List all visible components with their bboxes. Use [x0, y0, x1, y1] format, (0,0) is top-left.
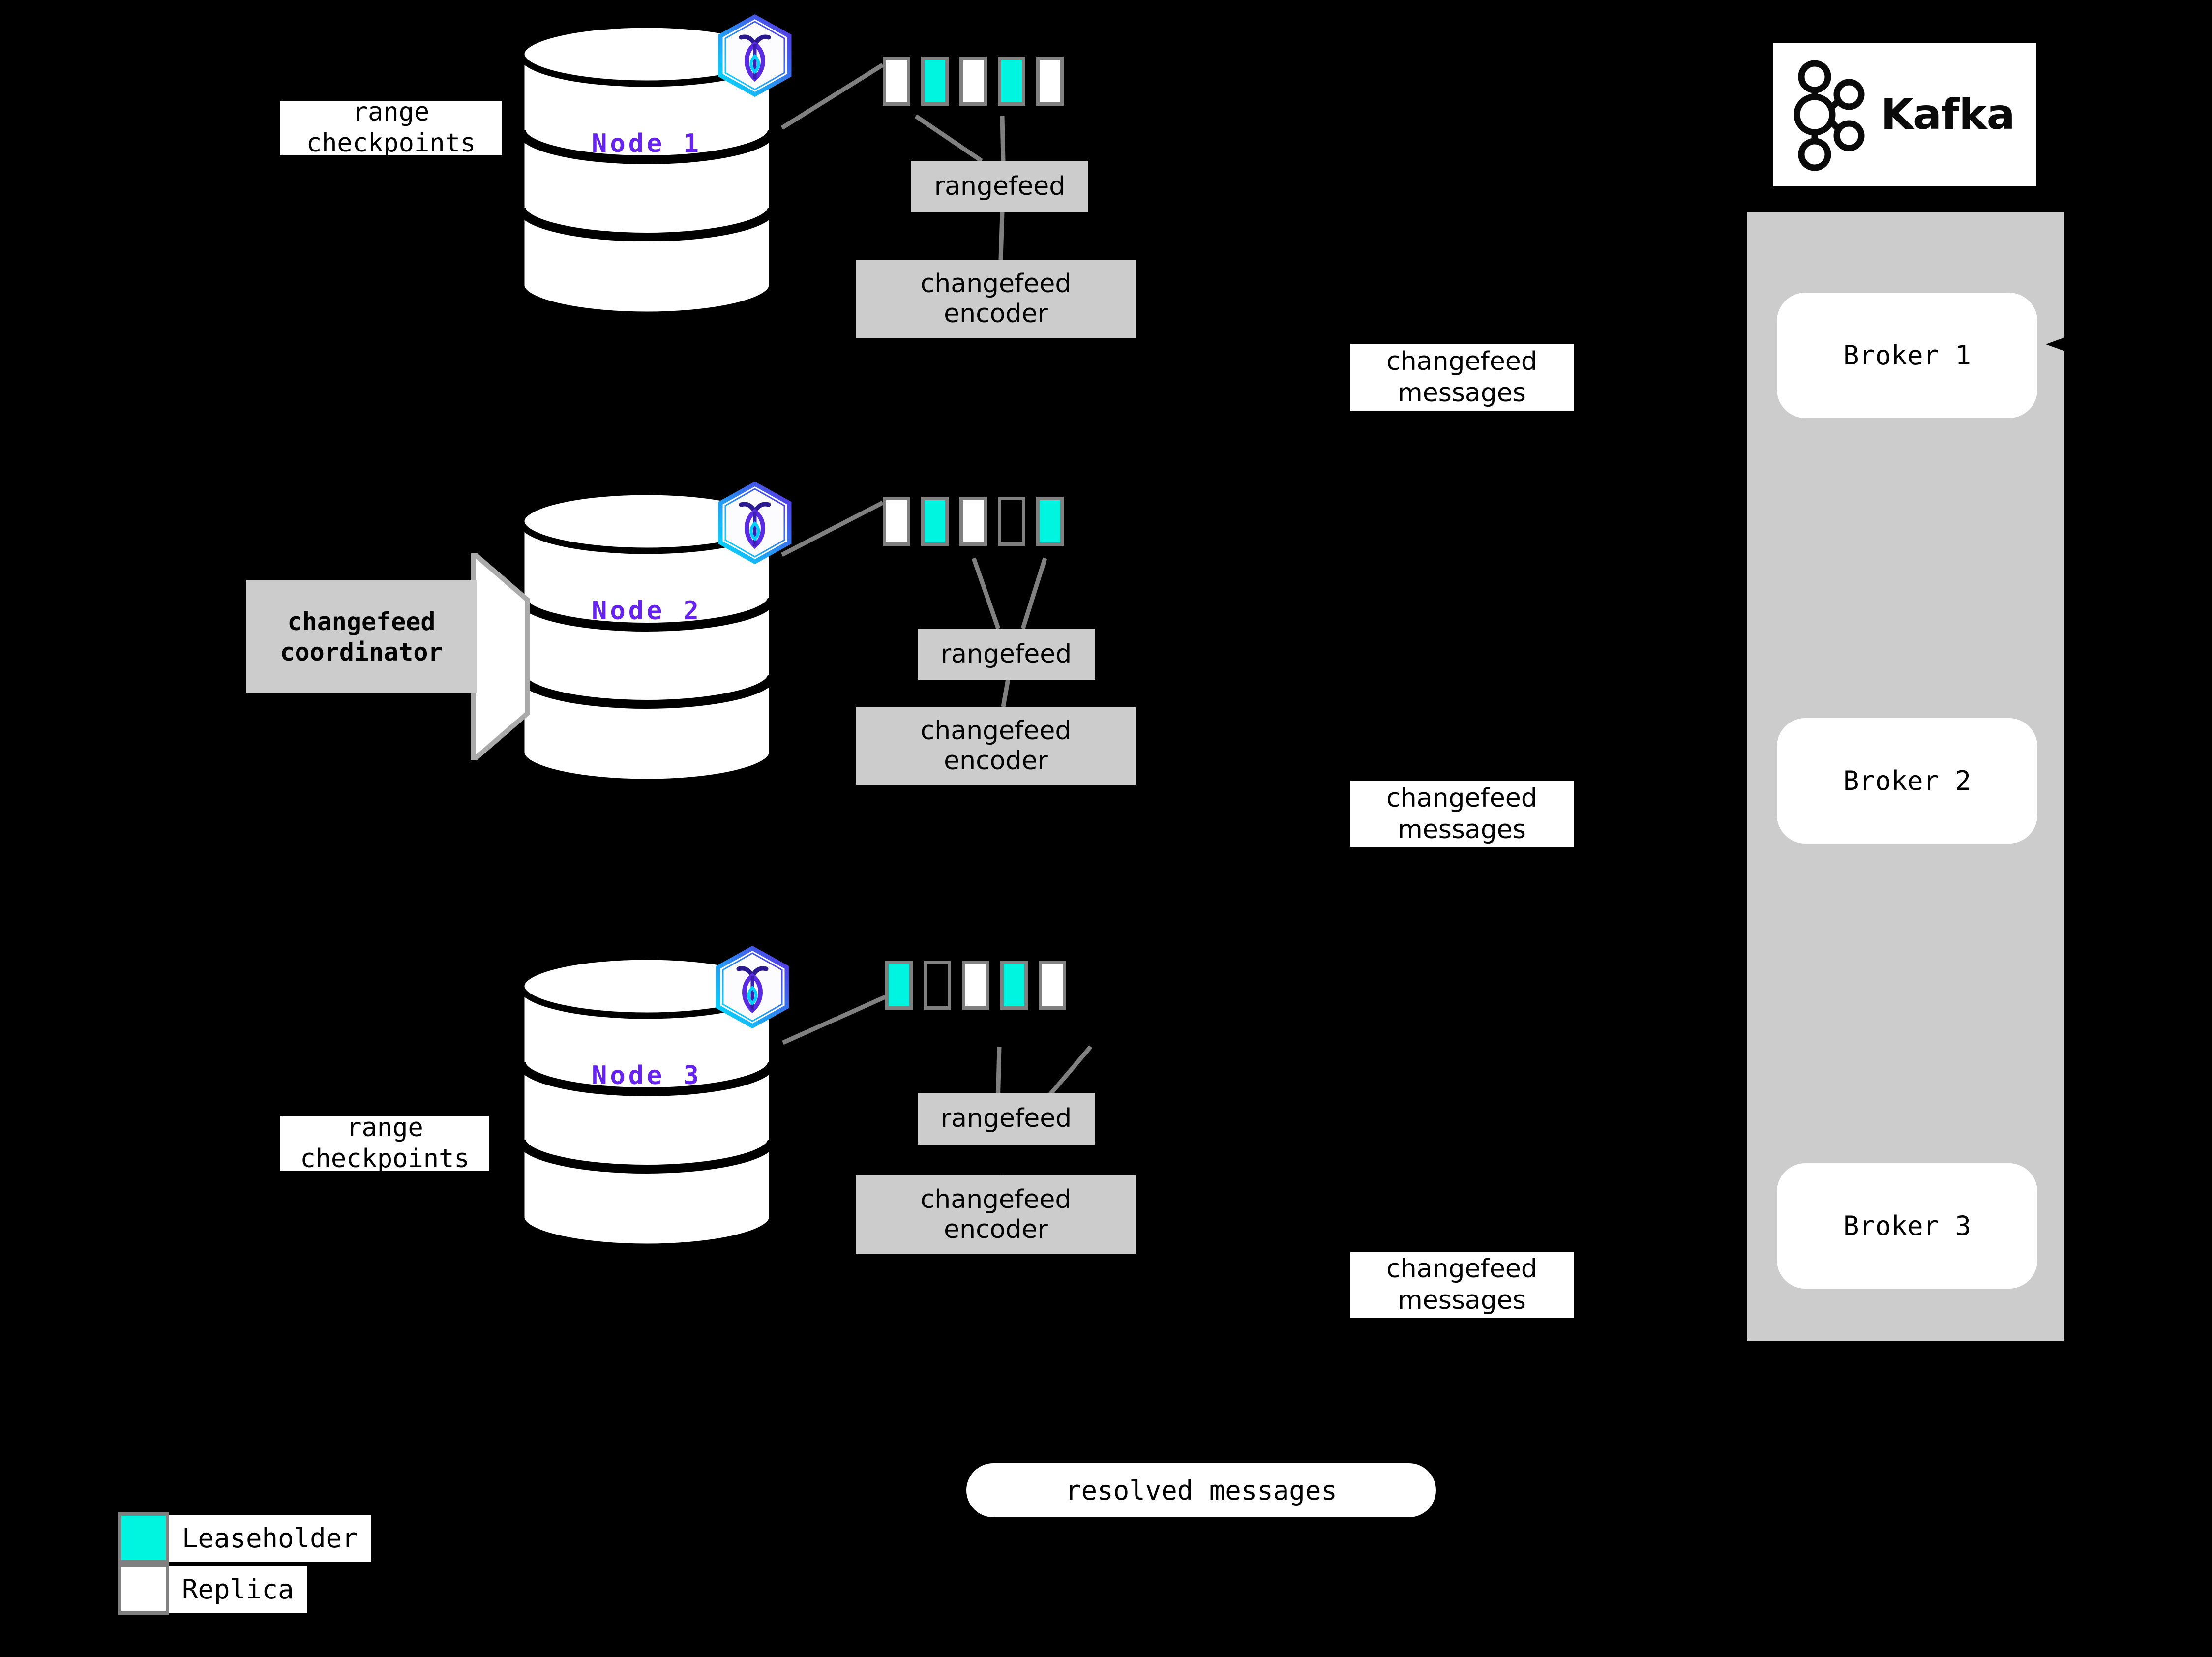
node-1-range-checkpoints-label: range checkpoints [280, 97, 502, 158]
node-1-rangefeed-box[interactable]: rangefeed [911, 161, 1088, 212]
resolved-messages-pill[interactable]: resolved messages [966, 1463, 1436, 1517]
range-label-line2: checkpoints [306, 128, 476, 158]
cylinder-shape [517, 25, 777, 315]
node-2-changefeed-encoder-box[interactable]: changefeed encoder [856, 707, 1136, 785]
coordinator-label-line1: changefeed [287, 607, 436, 636]
encoder-label-line2: encoder [944, 1215, 1048, 1244]
coordinator-label-line2: coordinator [280, 638, 443, 666]
replica-swatch-icon [118, 1564, 169, 1615]
messages-label-line1: changefeed [1386, 347, 1537, 377]
range-label-line1: range [346, 1113, 423, 1143]
range-empty[interactable] [998, 497, 1025, 546]
range-replica[interactable] [883, 57, 910, 106]
kafka-logo-box: Kafka [1773, 43, 2036, 186]
range-replica[interactable] [959, 497, 987, 546]
cockroachdb-hex-logo [718, 14, 792, 97]
messages-label-line1: changefeed [1386, 783, 1537, 813]
broker-3-box[interactable]: Broker 3 [1777, 1163, 2037, 1289]
cockroachdb-hex-logo [716, 945, 789, 1029]
range-replica[interactable] [962, 961, 989, 1010]
node-1-ranges [883, 57, 1064, 106]
node-2-label: Node 2 [592, 596, 702, 626]
broker-label: Broker 1 [1843, 340, 1972, 371]
range-label-line1: range [352, 97, 430, 127]
node-2-rangefeed-box[interactable]: rangefeed [918, 629, 1095, 680]
node-2-ranges [883, 497, 1064, 546]
range-leaseholder[interactable] [1000, 961, 1028, 1010]
range-leaseholder[interactable] [921, 497, 949, 546]
coordinator-pointer [471, 553, 530, 760]
range-leaseholder[interactable] [998, 57, 1025, 106]
node-3-changefeed-messages-label: changefeed messages [1350, 1252, 1574, 1318]
changefeed-coordinator-box[interactable]: changefeed coordinator [246, 580, 477, 693]
range-leaseholder[interactable] [1036, 497, 1064, 546]
range-replica[interactable] [1036, 57, 1064, 106]
encoder-label-line1: changefeed [920, 716, 1072, 746]
rangefeed-label: rangefeed [940, 1103, 1072, 1133]
legend-label: Leaseholder [169, 1514, 371, 1562]
messages-label-line2: messages [1398, 378, 1526, 408]
kafka-wordmark: Kafka [1881, 90, 2015, 139]
range-leaseholder[interactable] [921, 57, 949, 106]
range-label-line2: checkpoints [300, 1144, 470, 1174]
encoder-label-line2: encoder [944, 299, 1048, 329]
node-3-ranges [885, 961, 1066, 1010]
node-1-label: Node 1 [592, 129, 702, 158]
rangefeed-label: rangefeed [934, 171, 1066, 201]
node-1-changefeed-encoder-box[interactable]: changefeed encoder [856, 260, 1136, 338]
cockroachdb-hex-logo [718, 481, 792, 565]
node-3-changefeed-encoder-box[interactable]: changefeed encoder [856, 1175, 1136, 1254]
range-leaseholder[interactable] [885, 961, 913, 1010]
legend: Leaseholder Replica [118, 1512, 423, 1635]
broker-1-box[interactable]: Broker 1 [1777, 293, 2037, 418]
node-3-cylinder: Node 3 [516, 957, 777, 1247]
leaseholder-swatch-icon [118, 1512, 169, 1564]
encoder-label-line1: changefeed [920, 269, 1072, 299]
node-3-range-checkpoints-label: range checkpoints [280, 1113, 489, 1174]
kafka-node-graph-icon [1794, 60, 1865, 171]
messages-label-line1: changefeed [1386, 1254, 1537, 1284]
broker-panel-inbound-arrowhead [2046, 334, 2073, 354]
cylinder-shape [517, 957, 777, 1247]
encoder-label-line2: encoder [944, 746, 1048, 776]
range-replica[interactable] [883, 497, 910, 546]
legend-item-leaseholder: Leaseholder [118, 1512, 371, 1564]
legend-item-replica: Replica [118, 1564, 307, 1615]
range-empty[interactable] [924, 961, 951, 1010]
node-1-changefeed-messages-label: changefeed messages [1350, 344, 1574, 411]
messages-label-line2: messages [1398, 1285, 1526, 1315]
broker-label: Broker 2 [1843, 765, 1972, 796]
messages-label-line2: messages [1398, 814, 1526, 844]
encoder-label-line1: changefeed [920, 1184, 1072, 1214]
node-1-cylinder: Node 1 [516, 25, 777, 315]
broker-label: Broker 3 [1843, 1210, 1972, 1241]
range-replica[interactable] [1039, 961, 1066, 1010]
node-2-cylinder: Node 2 [516, 492, 777, 782]
broker-2-box[interactable]: Broker 2 [1777, 718, 2037, 844]
range-replica[interactable] [959, 57, 987, 106]
resolved-messages-label: resolved messages [1065, 1475, 1337, 1506]
rangefeed-label: rangefeed [940, 639, 1072, 669]
cylinder-shape [517, 492, 777, 782]
node-2-changefeed-messages-label: changefeed messages [1350, 781, 1574, 847]
node-3-rangefeed-box[interactable]: rangefeed [918, 1093, 1095, 1145]
legend-label: Replica [169, 1566, 307, 1613]
node-3-label: Node 3 [592, 1061, 702, 1090]
